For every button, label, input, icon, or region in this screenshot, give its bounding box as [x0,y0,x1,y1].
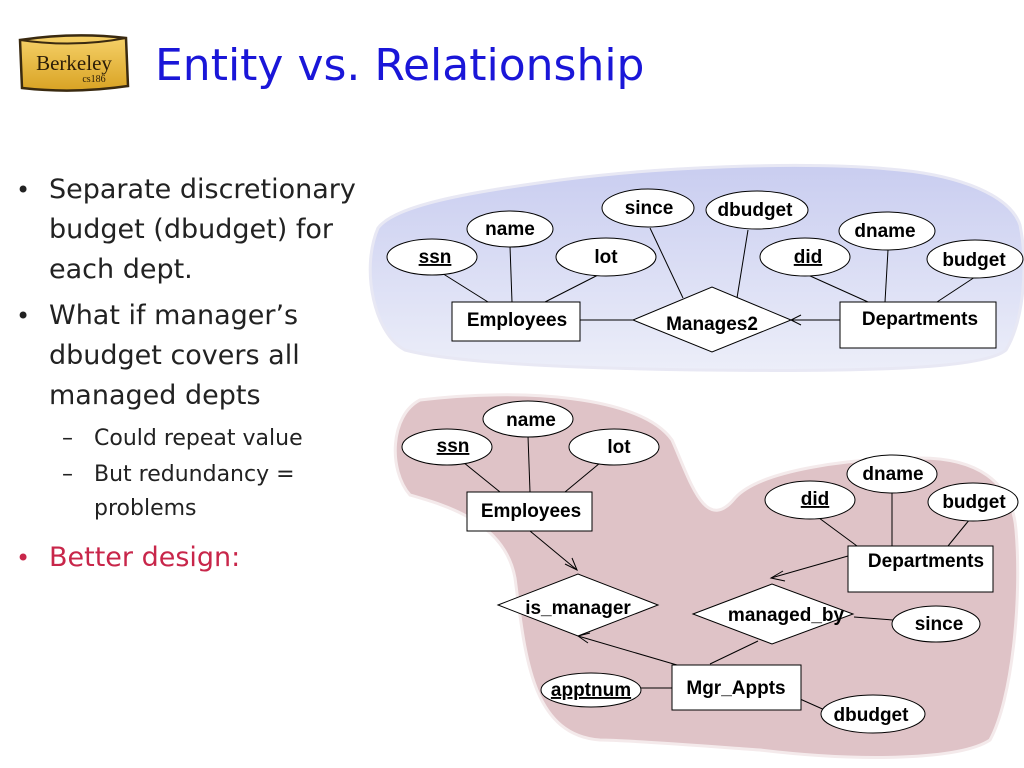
attr-dname [838,211,936,251]
entity-employees-label: Employees [481,501,581,522]
attr-since [601,188,695,228]
attr-lot [568,428,660,466]
attr-ssn [401,428,493,466]
attr-lot-label: lot [607,437,631,458]
berkeley-logo: Berkeley cs186 [18,34,130,92]
relationship-is-manager [496,573,660,637]
attr-since-label: since [915,614,964,635]
bullet-3-text: Better design: [49,542,241,573]
attr-ssn-label: ssn [419,247,452,268]
entity-employees-label: Employees [467,310,567,331]
relationship-is-manager-label: is_manager [525,598,631,619]
attr-name [466,210,554,248]
attr-ssn [386,238,478,276]
attr-dname [846,454,938,494]
attr-budget [927,482,1019,522]
attr-ssn-label: ssn [437,436,470,457]
entity-departments [839,301,997,349]
attr-did [764,480,856,520]
attr-did-label: did [801,489,830,510]
sub-bullet-dash: – [62,462,73,487]
entity-mgr-appts [671,664,802,711]
attr-dbudget-label: dbudget [718,200,794,221]
bullet-2: • What if manager’s dbudget covers all m… [0,296,370,416]
er-diagram-bottom: ssn name lot did dname budget since appt… [393,393,1020,759]
attr-dbudget [820,694,926,734]
attr-budget-label: budget [942,492,1006,513]
entity-departments-label: Departments [862,309,978,330]
attr-budget [926,239,1024,279]
attr-lot-label: lot [594,247,618,268]
entity-employees [451,301,581,342]
bullet-1-text: Separate discretionary budget (dbudget) … [49,174,356,285]
bullet-2-text: What if manager’s dbudget covers all man… [49,300,300,411]
bullet-3: • Better design: [0,538,370,578]
attr-apptnum-label: apptnum [551,680,631,701]
attr-budget-label: budget [942,250,1006,271]
entity-employees [466,491,593,532]
sub-bullet-2-text: But redundancy = problems [94,462,295,521]
attr-did [759,237,851,277]
attr-name-label: name [506,410,556,431]
attr-since-label: since [625,198,674,219]
attr-name-label: name [485,219,535,240]
attr-dbudget-label: dbudget [834,705,910,726]
relationship-manages2 [631,286,793,353]
slide-title: Entity vs. Relationship [155,40,645,91]
sub-bullet-1: – Could repeat value [0,422,370,456]
relationship-managed-by [691,583,855,645]
er-diagram-top: ssn name lot since dbudget did dname bud… [368,163,1024,372]
svg-text:Berkeley: Berkeley [36,51,112,75]
relationship-manages2-label: Manages2 [666,314,758,335]
bullet-list: • Separate discretionary budget (dbudget… [0,170,370,584]
bullet-dot: • [16,544,31,572]
attr-lot [555,237,657,277]
attr-apptnum [540,672,642,708]
bullet-dot: • [16,302,31,330]
svg-text:cs186: cs186 [82,74,105,85]
sub-bullet-1-text: Could repeat value [94,426,303,451]
sub-bullet-dash: – [62,426,73,451]
attr-did-label: did [794,247,823,268]
bullet-dot: • [16,176,31,204]
bullet-1: • Separate discretionary budget (dbudget… [0,170,370,290]
attr-dname-label: dname [854,221,915,242]
attr-dbudget [705,190,809,230]
attr-since [891,605,981,643]
entity-departments-label: Departments [868,551,984,572]
attr-name [482,400,574,438]
entity-mgr-appts-label: Mgr_Appts [686,678,785,699]
relationship-managed-by-label: managed_by [728,605,845,626]
sub-bullet-2: – But redundancy = problems [0,458,370,526]
attr-dname-label: dname [862,464,923,485]
entity-departments [847,545,994,593]
